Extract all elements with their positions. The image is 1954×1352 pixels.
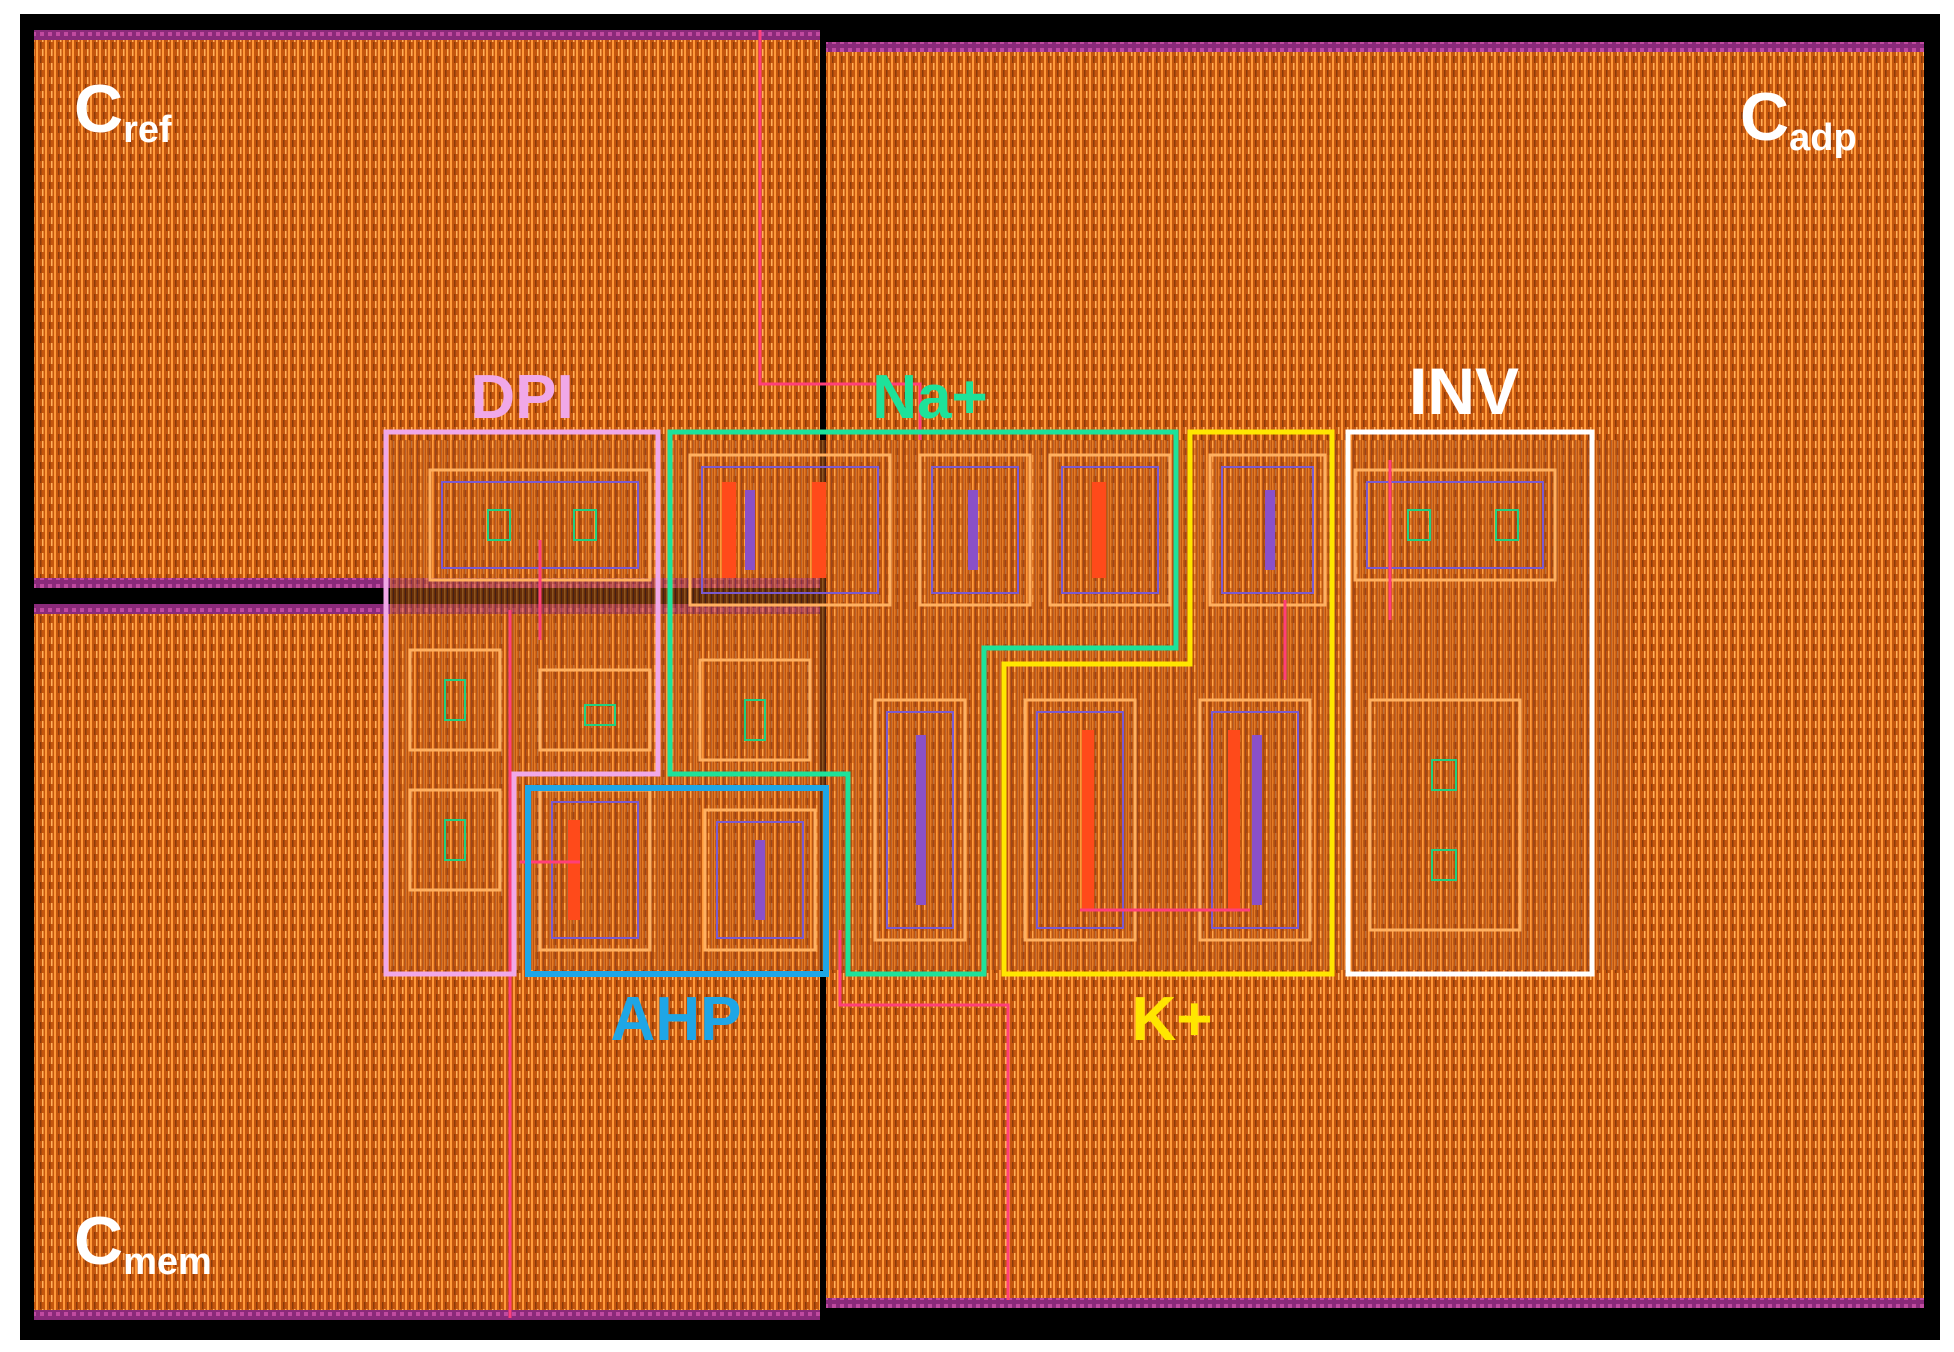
dpi-label: DPI xyxy=(470,363,573,432)
na-label: Na+ xyxy=(872,363,987,432)
cmem-label: Cmem xyxy=(74,1203,212,1283)
cadp-bottom-rail xyxy=(826,1298,1924,1308)
cref-top-rail xyxy=(34,30,820,40)
inv-outline xyxy=(1345,429,1595,977)
cadp-top-rail xyxy=(826,42,1924,52)
na-outline xyxy=(667,429,1179,977)
k-label: K+ xyxy=(1132,985,1213,1054)
signal-routes xyxy=(508,30,1392,1318)
k-outline xyxy=(1001,429,1335,977)
cadp-label: Cadp xyxy=(1740,79,1857,159)
ahp-label: AHP xyxy=(611,985,742,1054)
ahp-outline xyxy=(525,785,829,977)
inv-label: INV xyxy=(1409,354,1519,428)
cref-label: Cref xyxy=(74,71,172,151)
dpi-outline xyxy=(383,429,661,977)
cmem-bottom-rail xyxy=(34,1310,820,1320)
